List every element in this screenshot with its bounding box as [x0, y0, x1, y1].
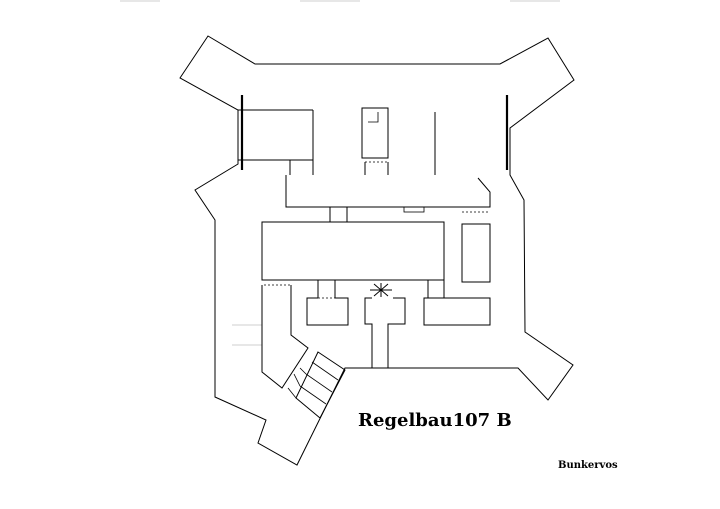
front-corridor [285, 175, 491, 222]
entrance-corridor [261, 284, 309, 389]
west-embrasure-room [238, 95, 314, 175]
lower-rooms [306, 297, 491, 369]
outer-wall [179, 35, 575, 466]
plan-title: Regelbau107 B [358, 410, 512, 431]
observation-cell [361, 107, 389, 175]
east-room [461, 223, 491, 283]
plan-credit: Bunkervos [558, 460, 618, 471]
scan-artifacts [120, 0, 560, 346]
east-embrasure [434, 95, 509, 175]
entrance-stairs [287, 351, 346, 419]
main-hall [261, 221, 445, 281]
hall-connectors [317, 280, 445, 299]
